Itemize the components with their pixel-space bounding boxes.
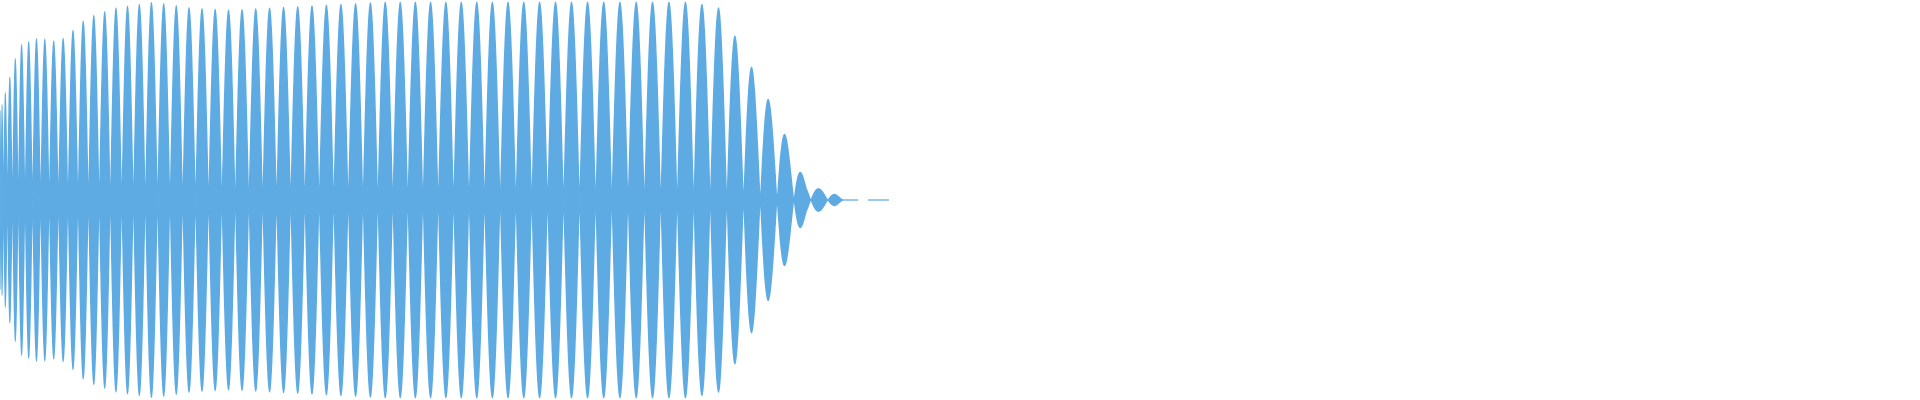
waveform-signal (0, 1, 845, 399)
